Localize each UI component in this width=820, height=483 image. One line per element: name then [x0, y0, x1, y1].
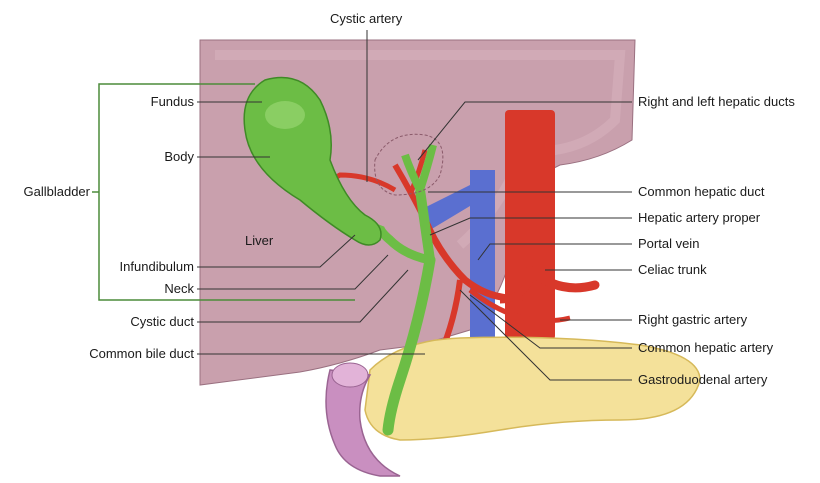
label-cystic-duct: Cystic duct — [90, 314, 194, 330]
label-liver: Liver — [245, 233, 273, 249]
label-body: Body — [140, 149, 194, 165]
label-gallbladder: Gallbladder — [0, 184, 90, 200]
label-right-left-hepatic-ducts: Right and left hepatic ducts — [638, 94, 795, 110]
label-cystic-artery: Cystic artery — [330, 11, 402, 27]
label-common-hepatic-artery: Common hepatic artery — [638, 340, 773, 356]
label-gastroduodenal-artery: Gastroduodenal artery — [638, 372, 767, 388]
label-hepatic-artery-proper: Hepatic artery proper — [638, 210, 760, 226]
label-common-hepatic-duct: Common hepatic duct — [638, 184, 764, 200]
label-right-gastric-artery: Right gastric artery — [638, 312, 747, 328]
label-fundus: Fundus — [140, 94, 194, 110]
label-portal-vein: Portal vein — [638, 236, 699, 252]
label-neck: Neck — [140, 281, 194, 297]
aorta — [505, 110, 555, 340]
label-common-bile-duct: Common bile duct — [40, 346, 194, 362]
label-celiac-trunk: Celiac trunk — [638, 262, 707, 278]
label-infundibulum: Infundibulum — [90, 259, 194, 275]
